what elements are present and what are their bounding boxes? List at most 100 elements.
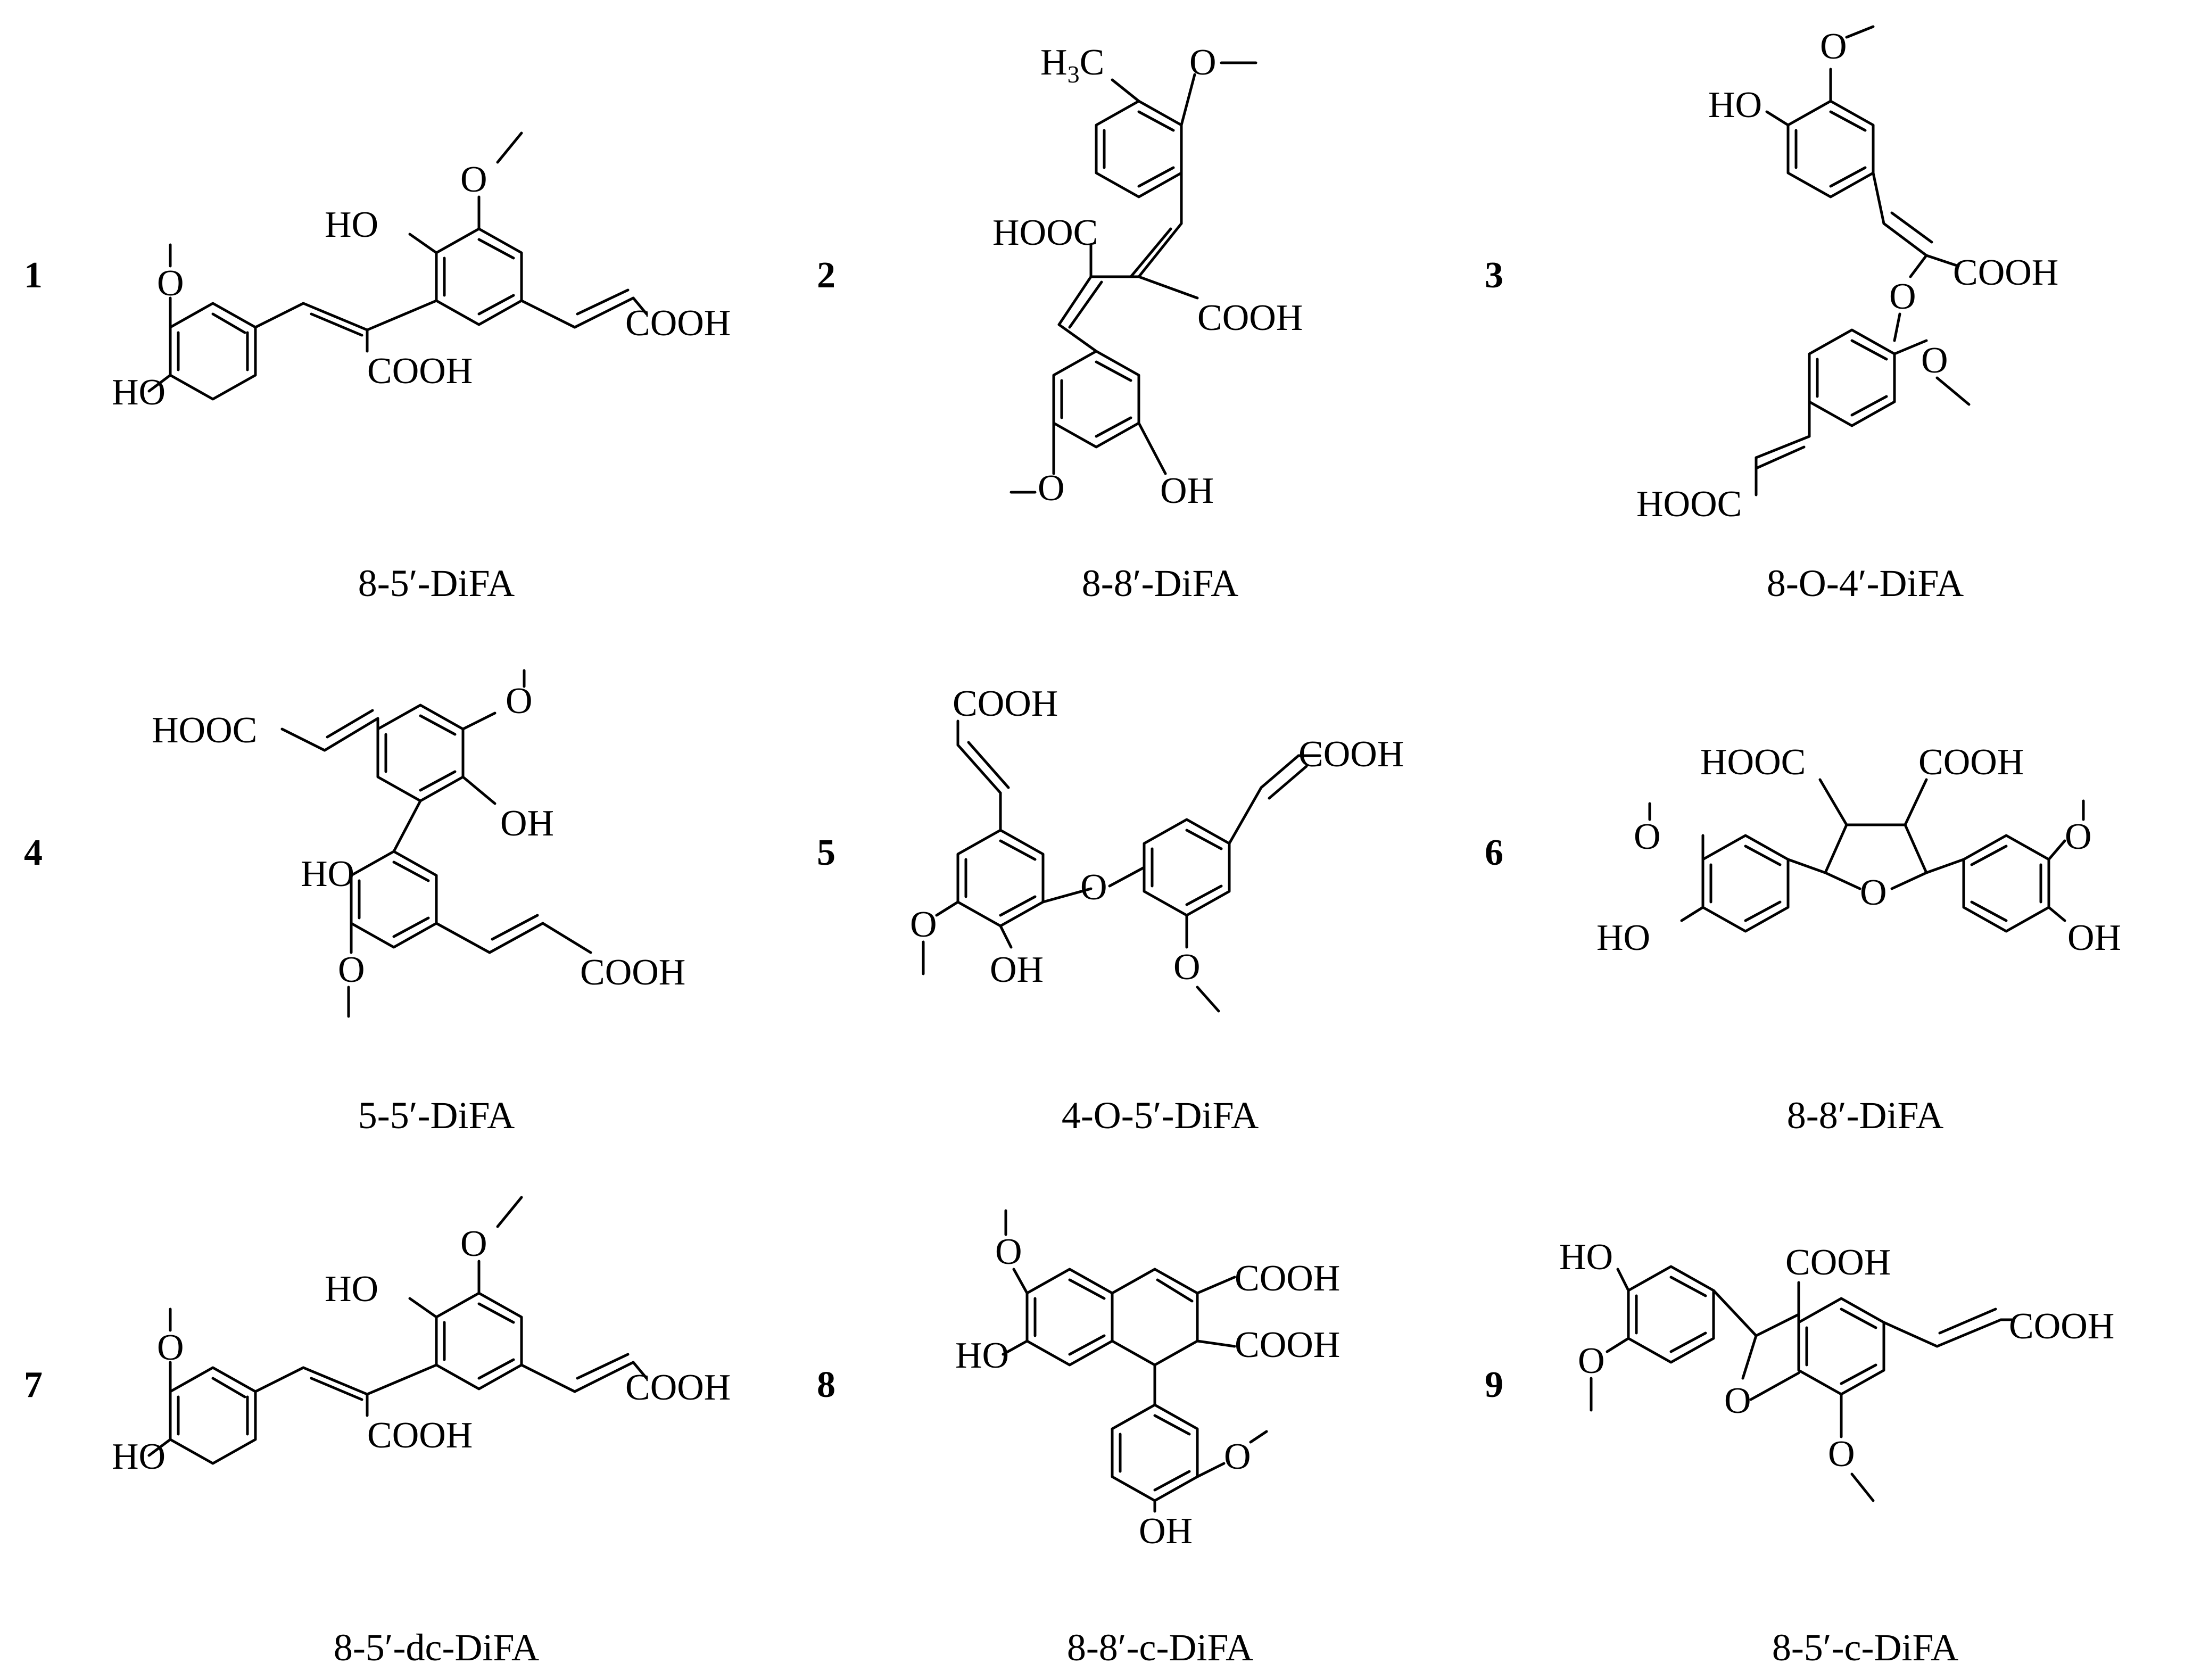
atom-cooh: COOH [1235, 1325, 1340, 1365]
atom-methyl: H3C [1040, 42, 1104, 88]
structure-1: 1 O HO COOH HO O COOH 8-5′- [24, 131, 731, 605]
structure-7: 7 O HO COOH HO O COOH 8-5′-dc-DiFA [24, 1196, 731, 1669]
ring-right [1797, 1297, 1885, 1396]
atom-cooh: COOH [1235, 1258, 1340, 1299]
atom-o: O [338, 949, 365, 990]
atom-hooc: HOOC [1636, 484, 1742, 525]
atom-ho: HO [112, 1436, 166, 1477]
structure-6: 6 HOOC COOH O O HO O OH 8-8′-DiFA [1485, 742, 2121, 1137]
atom-hooc: HOOC [992, 212, 1098, 253]
structure-3: 3 HO O COOH O O HOOC 8-O-4′-DiFA [1485, 25, 2058, 605]
ring-top [1786, 100, 1875, 198]
structure-number-8: 8 [817, 1364, 835, 1405]
ring-right [1143, 818, 1231, 917]
atom-ho: HO [955, 1335, 1009, 1376]
atom-o: O [157, 1327, 184, 1368]
ring-pendant [1111, 1403, 1199, 1502]
atom-o: O [995, 1231, 1022, 1272]
atom-cooh: COOH [367, 351, 473, 392]
atom-ho: HO [301, 854, 354, 895]
structure-label-5: 4-O-5′-DiFA [1062, 1094, 1259, 1137]
structure-4: 4 HOOC O OH HO O COOH 5-5′-DiFA [24, 669, 685, 1137]
atom-o: O [1189, 42, 1217, 83]
structure-5: 5 COOH O OH O O COOH 4-O-5′-DiFA [817, 683, 1404, 1137]
atom-o: O [1828, 1434, 1855, 1475]
atom-ho: HO [1708, 85, 1762, 126]
structure-label-9: 8-5′-c-DiFA [1772, 1626, 1958, 1669]
ring-left [169, 1366, 257, 1465]
structure-label-8: 8-8′-c-DiFA [1067, 1626, 1253, 1669]
atom-cooh: COOH [1953, 252, 2058, 293]
atom-ho: HO [112, 372, 166, 413]
atom-o: O [1080, 867, 1107, 908]
structure-number-1: 1 [24, 255, 43, 296]
structure-label-2: 8-8′-DiFA [1082, 562, 1238, 605]
atom-o: O [1578, 1340, 1605, 1381]
ring-right [435, 227, 523, 326]
ring-left [169, 302, 257, 401]
atom-o: O [2065, 816, 2092, 857]
structure-number-5: 5 [817, 832, 835, 873]
ring-left [956, 829, 1045, 928]
atom-o: O [1860, 872, 1887, 913]
atom-o: O [1921, 340, 1948, 381]
ring-fused-left [1025, 1268, 1114, 1367]
structure-label-1: 8-5′-DiFA [358, 562, 515, 605]
atom-oh: OH [990, 949, 1044, 990]
atom-oh: OH [500, 803, 554, 844]
atom-o: O [157, 263, 184, 304]
ring-top [1095, 100, 1183, 198]
atom-cooh: COOH [367, 1415, 473, 1456]
atom-o: O [910, 904, 937, 945]
ring-left [1701, 834, 1790, 933]
atom-o: O [1889, 276, 1916, 317]
atom-cooh: COOH [1197, 297, 1303, 338]
ring-bottom [1808, 328, 1896, 427]
atom-o: O [460, 159, 487, 200]
atom-oh: OH [1160, 470, 1214, 511]
atom-o: O [1173, 947, 1201, 988]
structure-number-9: 9 [1485, 1364, 1503, 1405]
atom-cooh: COOH [625, 303, 731, 344]
structure-9: 9 HO O COOH O O COOH 8-5′-c-DiFA [1485, 1237, 2114, 1669]
atom-ho: HO [1596, 917, 1650, 958]
atom-ho: HO [1559, 1237, 1613, 1278]
atom-ho: HO [325, 1269, 378, 1310]
structure-label-3: 8-O-4′-DiFA [1767, 562, 1964, 605]
atom-cooh: COOH [580, 952, 685, 993]
structure-2: 2 H3C O COOH HOOC O OH 8-8′-DiFA [817, 42, 1303, 605]
atom-o: O [506, 681, 533, 722]
ring-bottom [350, 850, 438, 949]
atom-hooc: HOOC [152, 710, 257, 751]
structure-8: 8 O HO COOH COOH O OH 8-8′-c-DiFA [817, 1209, 1340, 1669]
structure-label-4: 5-5′-DiFA [358, 1094, 515, 1137]
ring-left [1627, 1265, 1715, 1364]
structure-label-6: 8-8′-DiFA [1787, 1094, 1943, 1137]
atom-cooh: COOH [625, 1367, 731, 1408]
structure-number-7: 7 [24, 1364, 43, 1405]
atom-cooh: COOH [1298, 734, 1404, 775]
structure-number-4: 4 [24, 832, 43, 873]
atom-o: O [1820, 26, 1847, 67]
ring-right [1962, 834, 2050, 933]
structure-label-7: 8-5′-dc-DiFA [334, 1626, 539, 1669]
atom-cooh: COOH [2009, 1306, 2114, 1347]
atom-cooh: COOH [1785, 1242, 1891, 1283]
structure-number-3: 3 [1485, 255, 1503, 296]
atom-o: O [1724, 1380, 1751, 1421]
atom-ho: HO [325, 204, 378, 245]
structure-number-2: 2 [817, 255, 835, 296]
ring-right [435, 1292, 523, 1391]
atom-o: O [460, 1223, 487, 1264]
atom-o: O [1224, 1436, 1251, 1477]
atom-cooh: COOH [953, 683, 1058, 724]
structure-number-6: 6 [1485, 832, 1503, 873]
atom-oh: OH [2067, 917, 2121, 958]
atom-o: O [1038, 468, 1065, 509]
ring-bottom [1052, 350, 1140, 449]
atom-oh: OH [1139, 1511, 1193, 1552]
atom-cooh: COOH [1918, 742, 2024, 783]
atom-o: O [1634, 816, 1661, 857]
